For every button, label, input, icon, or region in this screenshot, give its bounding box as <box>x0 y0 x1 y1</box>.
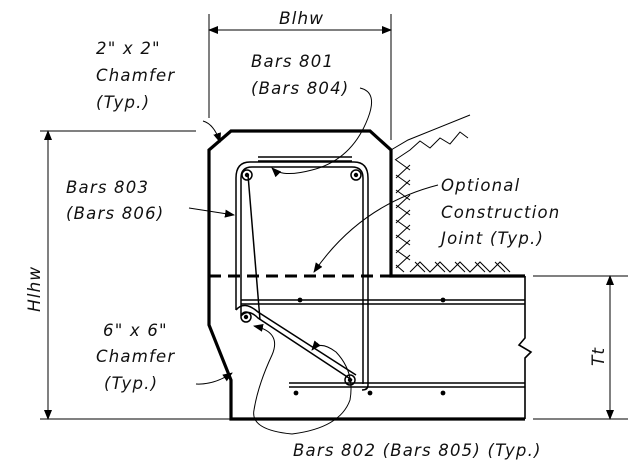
dimension-left-height: Hlhw <box>25 130 230 420</box>
bars-top-line2: (Bars 804) <box>251 79 349 98</box>
soil-hatching <box>390 114 511 273</box>
chamfer-bottom-line1: 6" x 6" <box>103 321 168 340</box>
dimension-top-width-label: Blhw <box>279 9 324 29</box>
annotation-chamfer-top: 2" x 2" Chamfer (Typ.) <box>96 39 175 112</box>
dimension-right-thickness-label: Tt <box>589 347 609 366</box>
annotation-chamfer-bottom: 6" x 6" Chamfer (Typ.) <box>96 321 175 393</box>
dimension-left-height-label: Hlhw <box>25 266 45 312</box>
bars-top-line1: Bars 801 <box>251 52 334 71</box>
bars-bottom-label: Bars 802 (Bars 805) (Typ.) <box>293 441 542 460</box>
joint-line1: Optional <box>441 176 520 195</box>
leader-lines <box>188 87 439 435</box>
bars-left-line2: (Bars 806) <box>66 204 164 223</box>
annotation-joint: Optional Construction Joint (Typ.) <box>438 176 560 248</box>
chamfer-top-line3: (Typ.) <box>96 93 150 112</box>
chamfer-bottom-line3: (Typ.) <box>104 374 158 393</box>
annotation-bars-top: Bars 801 (Bars 804) <box>251 52 349 98</box>
bars-left-line1: Bars 803 <box>66 178 149 197</box>
chamfer-top-line2: Chamfer <box>96 66 175 85</box>
chamfer-top-line1: 2" x 2" <box>96 39 161 58</box>
annotation-bars-left: Bars 803 (Bars 806) <box>66 178 164 223</box>
chamfer-bottom-line2: Chamfer <box>96 347 175 366</box>
joint-line2: Construction <box>441 203 560 222</box>
reinforcing-bars <box>235 156 525 396</box>
dimension-right-thickness: Tt <box>533 275 628 420</box>
break-line <box>517 276 533 419</box>
dimension-top-width: Blhw <box>208 9 392 140</box>
joint-line3: Joint (Typ.) <box>438 229 544 248</box>
